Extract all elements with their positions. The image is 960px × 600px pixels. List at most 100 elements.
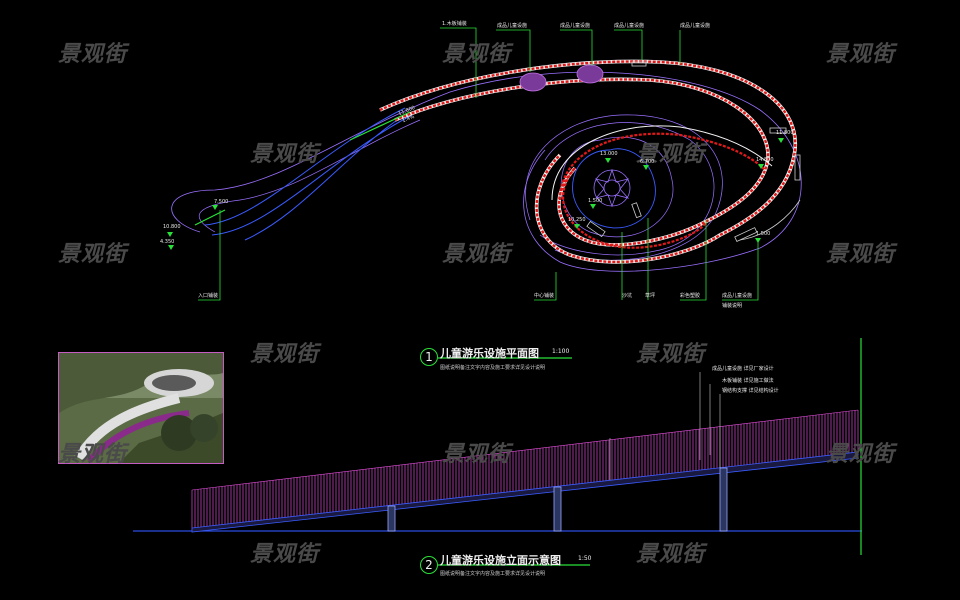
elevation-drawing [133, 338, 862, 555]
callout-top-5: 成品儿童设施 [680, 23, 711, 29]
play-pod-1 [519, 72, 547, 92]
callout-top-1: 1.木板铺装 [442, 21, 467, 27]
support-post-3 [719, 467, 728, 532]
spiral-ring-1 [572, 148, 656, 229]
play-pod-2 [576, 64, 604, 84]
fixture-6 [631, 61, 647, 67]
railing-bars [191, 410, 859, 530]
elev-marker-6 [574, 224, 580, 229]
center-feature [593, 168, 631, 208]
elev-marker-9 [778, 138, 784, 143]
ramp-top-edge [191, 409, 859, 491]
elev-marker-1 [167, 232, 173, 237]
watermark: 景观街 [250, 142, 320, 167]
plan-number-badge: 1 [420, 348, 438, 366]
elev-label-7: 6.700 [640, 159, 655, 165]
elev-label-4: 4.350 [160, 239, 175, 245]
callout-bottom-4: 彩色塑胶 [680, 293, 701, 299]
center-star [594, 168, 630, 208]
watermark: 景观街 [442, 42, 512, 67]
render-photo-image [59, 353, 223, 463]
watermark: 景观街 [636, 542, 706, 567]
fixture-1 [586, 220, 606, 238]
support-posts [387, 467, 728, 532]
watermark: 景观街 [58, 242, 128, 267]
elev-marker-7 [590, 204, 596, 209]
elev-label-12: 1.500 [756, 231, 771, 237]
callout-left-entry: 入口铺装 [198, 293, 219, 299]
watermark: 景观街 [58, 442, 128, 467]
watermark: 景观街 [636, 342, 706, 367]
watermark: 景观街 [826, 42, 896, 67]
fixture-2 [631, 202, 642, 219]
red-walkway [379, 59, 797, 264]
elev-label-6: 13.000 [600, 151, 618, 157]
support-post-2 [553, 486, 562, 532]
callout-top-2: 成品儿童设施 [497, 23, 528, 29]
elev-label-9: 1.500 [588, 198, 603, 204]
walkway-middle-loop-edge [551, 125, 773, 201]
leader-lines [198, 27, 759, 301]
walkway-outer-edge [379, 59, 797, 264]
elev-marker-5 [643, 165, 649, 170]
callout-bottom-1: 中心铺装 [534, 293, 555, 299]
plan-title: 儿童游乐设施平面图 [440, 347, 539, 360]
leader-top-4 [614, 29, 643, 60]
fixture-4 [794, 154, 801, 181]
support-post-1 [387, 505, 396, 532]
fixture-3 [734, 227, 758, 242]
leader-left [198, 210, 221, 301]
elev-label-3: 10.800 [163, 224, 181, 230]
elevation-note: 图纸说明备注文字内容及施工要求详见设计说明 [440, 571, 546, 577]
walkway-red-outer [379, 60, 797, 264]
elev-callout-1: 成品儿童设施 详见厂家设计 [712, 366, 774, 372]
elev-label-5: 7.500 [214, 199, 229, 205]
ramp-deck [191, 451, 859, 533]
slope-lines [194, 111, 411, 226]
elev-number-badge: 2 [420, 556, 438, 574]
elev-leaders [609, 372, 721, 480]
watermark: 景观街 [826, 242, 896, 267]
leader-bottom-5 [722, 238, 759, 301]
callout-bottom-3: 草坪 [645, 293, 656, 299]
walkway-middle-loop [558, 132, 766, 201]
leader-bottom-1 [534, 272, 557, 301]
callout-bottom-5: 成品儿童设施 [722, 293, 753, 299]
leader-bottom-4 [680, 220, 707, 301]
elev-marker-4 [605, 158, 611, 163]
small-fixtures [586, 61, 801, 242]
callout-bottom-2: 沙坑 [622, 293, 633, 299]
play-pods [519, 64, 604, 92]
callout-top-3: 成品儿童设施 [560, 23, 591, 29]
watermark: 景观街 [826, 442, 896, 467]
watermark: 景观街 [250, 342, 320, 367]
callout-top-4: 成品儿童设施 [614, 23, 645, 29]
inner-boundary-line [198, 119, 715, 256]
slope-line-1 [349, 111, 411, 141]
plan-outlines [171, 71, 802, 272]
spiral-ring-3 [525, 114, 723, 261]
outer-boundary-line [171, 71, 802, 272]
plan-scale: 1:100 [552, 348, 570, 355]
spiral-ring-2 [560, 136, 674, 238]
elev-callout-2: 木板铺装 详见施工做法 [722, 378, 774, 384]
elev-marker-2 [168, 245, 174, 250]
elev-marker-8 [758, 164, 764, 169]
blue-ramp-lines [204, 107, 413, 241]
elevation-scale: 1:50 [578, 555, 592, 562]
center-ring-inner [603, 179, 621, 197]
arc-small-right [739, 199, 801, 241]
walkway-inner-turn [562, 167, 707, 249]
elev-label-10: 14.800 [756, 157, 774, 163]
elev-marker-3 [212, 205, 218, 210]
fixture-5 [769, 127, 787, 134]
watermark: 景观街 [442, 442, 512, 467]
watermark: 景观街 [58, 42, 128, 67]
elev-label-11: 11.800 [776, 130, 794, 136]
render-photo [58, 352, 224, 464]
plan-note: 图纸说明备注文字内容及施工要求详见设计说明 [440, 365, 546, 371]
elevation-title: 儿童游乐设施立面示意图 [440, 554, 561, 567]
leader-top-1 [440, 27, 477, 98]
leader-top-2 [496, 29, 531, 72]
